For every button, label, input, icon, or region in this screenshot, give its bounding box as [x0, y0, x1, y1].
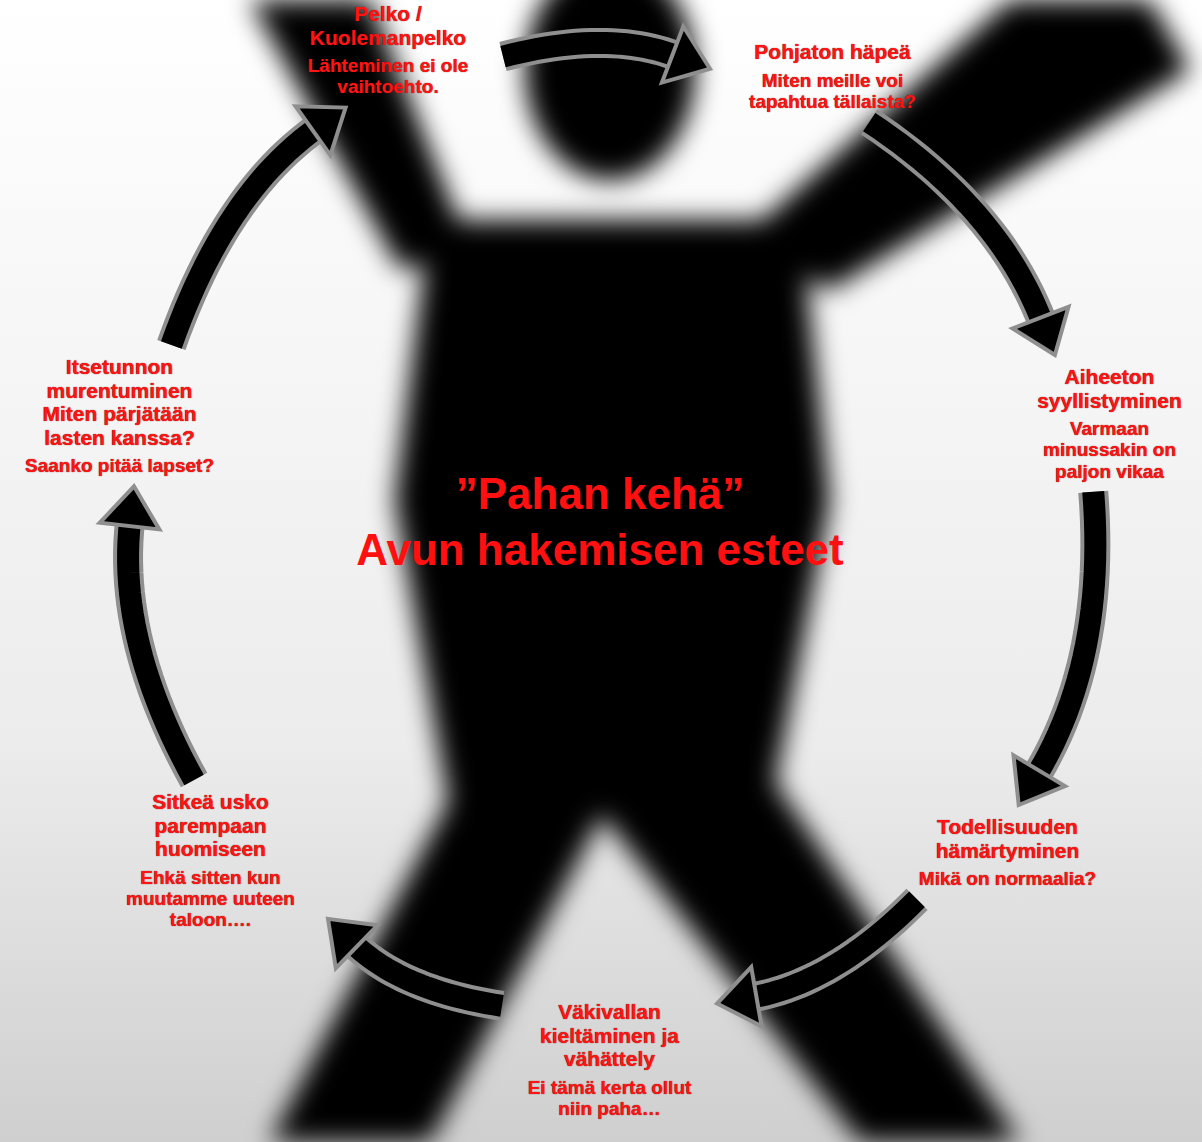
arrow-outline [128, 522, 194, 780]
arrow-outline [869, 122, 1042, 321]
stage-text: Lähteminen ei ole vaihtoehto. [283, 55, 493, 98]
stage-text: Ehkä sitten kun muutamme uuteen taloon…. [103, 867, 318, 931]
arrow-shaft [354, 944, 502, 1006]
arrow-shaft [752, 899, 917, 997]
cycle-arrow [100, 486, 194, 780]
stage-heading: Itsetunnon murentuminen [22, 355, 217, 402]
stage-text: Miten pärjätään lasten kanssa? [22, 402, 217, 449]
cycle-arrow [171, 106, 345, 345]
diagram-subtitle: Avun hakemisen esteet [290, 524, 910, 577]
arrow-outline [1037, 492, 1095, 774]
cycle-stage: Pelko / KuolemanpelkoLähteminen ei ole v… [283, 2, 493, 98]
stage-text: Saanko pitää lapset? [22, 455, 217, 476]
silhouette [250, 0, 1190, 1142]
cycle-stage: Aiheeton syyllistyminenVarmaan minussaki… [1022, 365, 1197, 482]
arrow-head [1014, 755, 1065, 805]
cycle-arrow [869, 122, 1068, 355]
cycle-arrow [503, 27, 710, 83]
cycle-arrow [328, 919, 502, 1006]
stage-text: Varmaan minussakin on paljon vikaa [1022, 418, 1197, 482]
arrow-shaft [869, 122, 1042, 321]
stage-text: Miten meille voi tapahtua tällaista? [720, 70, 945, 113]
stage-heading: Todellisuuden hämärtyminen [905, 815, 1110, 862]
stage-text: Ei tämä kerta ollut niin paha… [512, 1077, 707, 1120]
cycle-stage: Todellisuuden hämärtyminenMikä on normaa… [905, 815, 1110, 889]
arrow-outline [354, 944, 502, 1006]
cycle-stage: Väkivallan kieltäminen ja vähättely Ei tä… [512, 1000, 707, 1119]
stage-heading: Pelko / Kuolemanpelko [283, 2, 493, 49]
arrow-outline [752, 899, 917, 997]
arrow-head [1013, 307, 1069, 355]
stage-heading: Aiheeton syyllistyminen [1022, 365, 1197, 412]
stage-text: Mikä on normaalia? [905, 868, 1110, 889]
arrow-outline [503, 43, 676, 57]
arrow-head [662, 27, 710, 83]
stage-heading: Sitkeä usko parempaan huomiseen [103, 790, 318, 861]
arrow-head [100, 486, 160, 529]
cycle-arrow [717, 899, 917, 1026]
arrow-outline [171, 128, 316, 345]
arrow-shaft [128, 522, 194, 780]
arrow-shaft [1037, 492, 1095, 774]
diagram-title: ”Pahan kehä” [300, 468, 900, 521]
arrow-head [328, 919, 378, 968]
cycle-stage: Itsetunnon murentuminenMiten pärjätään l… [22, 355, 217, 476]
cycle-stage: Pohjaton häpeäMiten meille voi tapahtua … [720, 40, 945, 112]
stage-heading: Pohjaton häpeä [720, 40, 945, 64]
cycle-arrow [1014, 492, 1096, 805]
cycle-stage: Sitkeä usko parempaan huomiseenEhkä sitt… [103, 790, 318, 930]
arrow-head [717, 967, 762, 1026]
arrow-head [296, 106, 346, 155]
arrow-shaft [171, 128, 316, 345]
arrow-shaft [503, 43, 676, 57]
stage-heading: Väkivallan kieltäminen ja vähättely [512, 1000, 707, 1071]
